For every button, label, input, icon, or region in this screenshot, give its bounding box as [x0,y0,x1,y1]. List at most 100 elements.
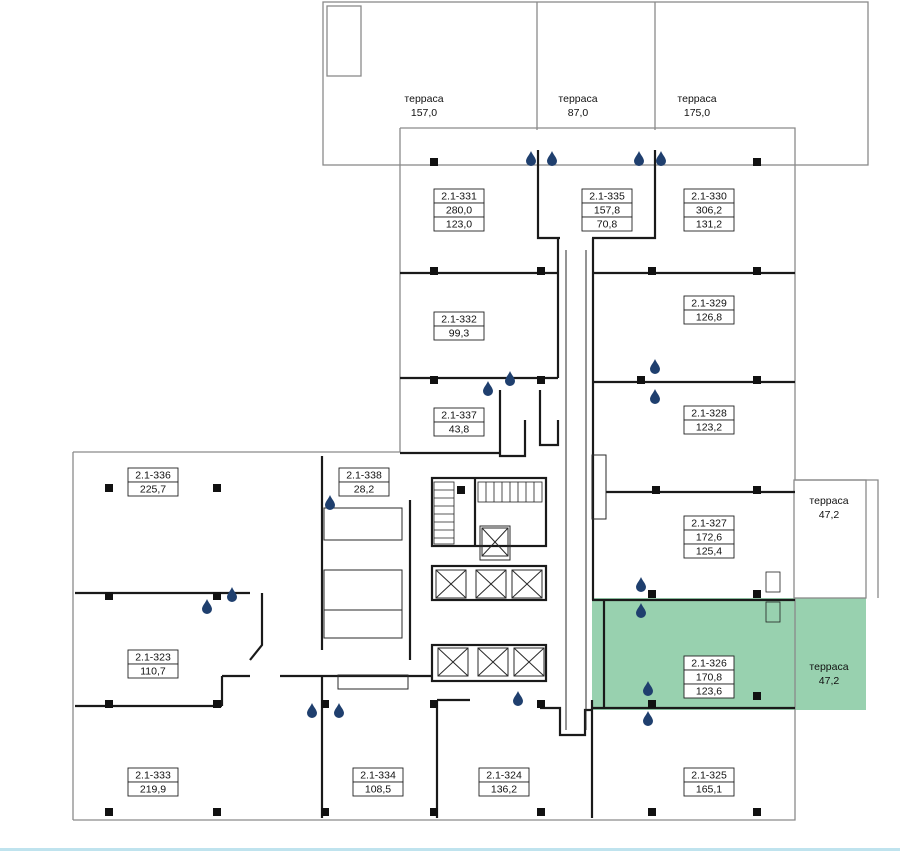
unit-area: 123,2 [696,422,722,434]
column-marker [105,484,113,492]
water-drop-icon [636,603,646,618]
unit-label-324[interactable]: 2.1-324 136,2 [478,767,530,797]
terrace-name: терраса [404,93,443,105]
unit-area: 136,2 [491,784,517,796]
column-marker [753,808,761,816]
unit-name: 2.1-333 [135,770,171,782]
terrace-area: 87,0 [568,107,589,119]
water-drop-icon [643,681,653,696]
unit-area: 219,9 [140,784,166,796]
terrace-label-t2: терраса 87,0 [558,93,597,119]
column-marker [213,700,221,708]
column-marker [430,700,438,708]
water-drop-icon [334,703,344,718]
unit-area: 43,8 [449,424,470,436]
column-marker [537,808,545,816]
water-drop-icon [307,703,317,718]
elevators [435,527,545,677]
terrace-name: терраса [677,93,716,105]
column-marker [648,808,656,816]
unit-name: 2.1-330 [691,191,727,203]
water-points [202,151,666,726]
column-marker [753,590,761,598]
water-drop-icon [202,599,212,614]
water-drop-icon [636,577,646,592]
water-drop-icon [650,389,660,404]
water-drop-icon [547,151,557,166]
columns [105,158,761,816]
unit-area: 170,8 [696,672,722,684]
column-marker [105,592,113,600]
unit-area: 280,0 [446,205,472,217]
unit-name: 2.1-324 [486,770,522,782]
column-marker [213,808,221,816]
column-marker [457,486,465,494]
interior-walls [75,150,795,818]
unit-label-333[interactable]: 2.1-333 219,9 [127,767,179,797]
unit-area: 125,4 [696,546,722,558]
corridor [565,250,587,730]
water-drop-icon [634,151,644,166]
terrace-label-t1: терраса 157,0 [404,93,443,119]
column-marker [753,486,761,494]
unit-name: 2.1-327 [691,518,727,530]
column-marker [213,592,221,600]
water-drop-icon [325,495,335,510]
water-drop-icon [483,381,493,396]
column-marker [430,376,438,384]
building-outline [72,127,879,821]
unit-area: 126,8 [696,312,722,324]
unit-label-331[interactable]: 2.1-331 280,0 123,0 [433,188,485,232]
column-marker [321,808,329,816]
unit-area: 123,6 [696,686,722,698]
unit-name: 2.1-323 [135,652,171,664]
unit-area: 131,2 [696,219,722,231]
column-marker [430,267,438,275]
unit-area: 99,3 [449,328,470,340]
unit-area: 70,8 [597,219,618,231]
column-marker [537,376,545,384]
terrace-label-t3: терраса 175,0 [677,93,716,119]
terrace-name: терраса [809,495,848,507]
column-marker [648,267,656,275]
unit-area: 306,2 [696,205,722,217]
terrace-name: терраса [558,93,597,105]
unit-name: 2.1-336 [135,470,171,482]
unit-area: 123,0 [446,219,472,231]
column-marker [537,267,545,275]
top-terraces [322,1,869,166]
unit-area: 28,2 [354,484,375,496]
column-marker [637,376,645,384]
unit-label-330[interactable]: 2.1-330 306,2 131,2 [683,188,735,232]
terrace-t5-highlight [794,598,866,710]
column-marker [753,376,761,384]
terrace-area: 47,2 [819,509,840,521]
column-marker [753,267,761,275]
unit-label-323[interactable]: 2.1-323 110,7 [127,649,179,679]
terrace-area: 175,0 [684,107,710,119]
column-marker [105,808,113,816]
water-drop-icon [227,587,237,602]
unit-area: 108,5 [365,784,391,796]
stairs [433,481,781,623]
column-marker [652,486,660,494]
column-marker [753,158,761,166]
terrace-label-t4: терраса 47,2 [809,495,848,521]
terrace-area: 157,0 [411,107,437,119]
unit-area: 110,7 [140,666,166,678]
unit-name: 2.1-331 [441,191,477,203]
column-marker [753,692,761,700]
unit-name: 2.1-335 [589,191,625,203]
